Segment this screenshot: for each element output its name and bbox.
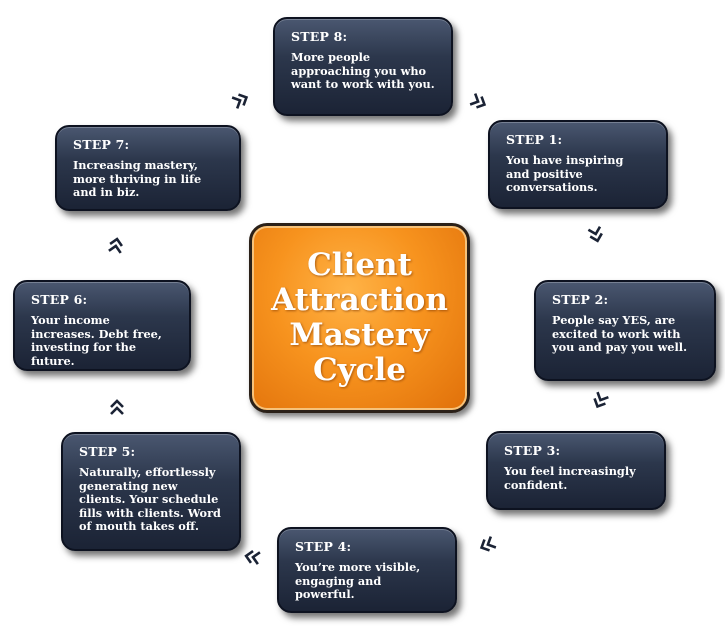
double-chevron-icon [242,547,263,568]
step-8-text: More people approaching you who want to … [291,50,435,92]
step-2-box: STEP 2: People say YES, are excited to w… [534,280,716,381]
step-1-title: STEP 1: [506,132,563,147]
step-6-title: STEP 6: [31,292,88,307]
step-4-text: You’re more visible, engaging and powerf… [295,560,421,602]
step-3-box: STEP 3: You feel increasingly confident. [486,431,666,510]
step-8-title: STEP 8: [291,29,348,44]
center-title-line-4: Cycle [312,352,407,388]
step-6-box: STEP 6: Your income increases. Debt free… [13,280,191,371]
step-8-box: STEP 8: More people approaching you who … [273,17,453,116]
step-5-title: STEP 5: [79,444,136,459]
step-5-box: STEP 5: Naturally, effortlessly generati… [61,432,241,551]
double-chevron-icon [108,398,126,416]
step-5-text: Naturally, effortlessly generating new c… [79,465,221,534]
double-chevron-icon [585,224,607,246]
center-title-box: Client Attraction Mastery Cycle [249,223,470,413]
step-7-text: Increasing mastery, more thriving in lif… [73,158,202,200]
double-chevron-icon [467,90,491,114]
step-1-text: You have inspiring and positive conversa… [506,153,624,195]
step-2-title: STEP 2: [552,292,609,307]
step-1-box: STEP 1: You have inspiring and positive … [488,120,668,209]
center-title-line-1: Client [307,247,412,283]
center-title-line-3: Mastery [289,317,430,353]
step-3-text: You feel increasingly confident. [504,464,636,492]
step-3-title: STEP 3: [504,443,561,458]
center-title-line-2: Attraction [271,282,448,318]
step-2-text: People say YES, are excited to work with… [552,313,687,355]
double-chevron-icon [106,235,127,256]
step-4-box: STEP 4: You’re more visible, engaging an… [277,527,457,613]
double-chevron-icon [588,389,612,413]
step-6-text: Your income increases. Debt free, invest… [31,313,162,368]
step-4-title: STEP 4: [295,539,352,554]
double-chevron-icon [475,533,499,557]
step-7-title: STEP 7: [73,137,130,152]
double-chevron-icon [229,88,253,112]
step-7-box: STEP 7: Increasing mastery, more thrivin… [55,125,241,211]
